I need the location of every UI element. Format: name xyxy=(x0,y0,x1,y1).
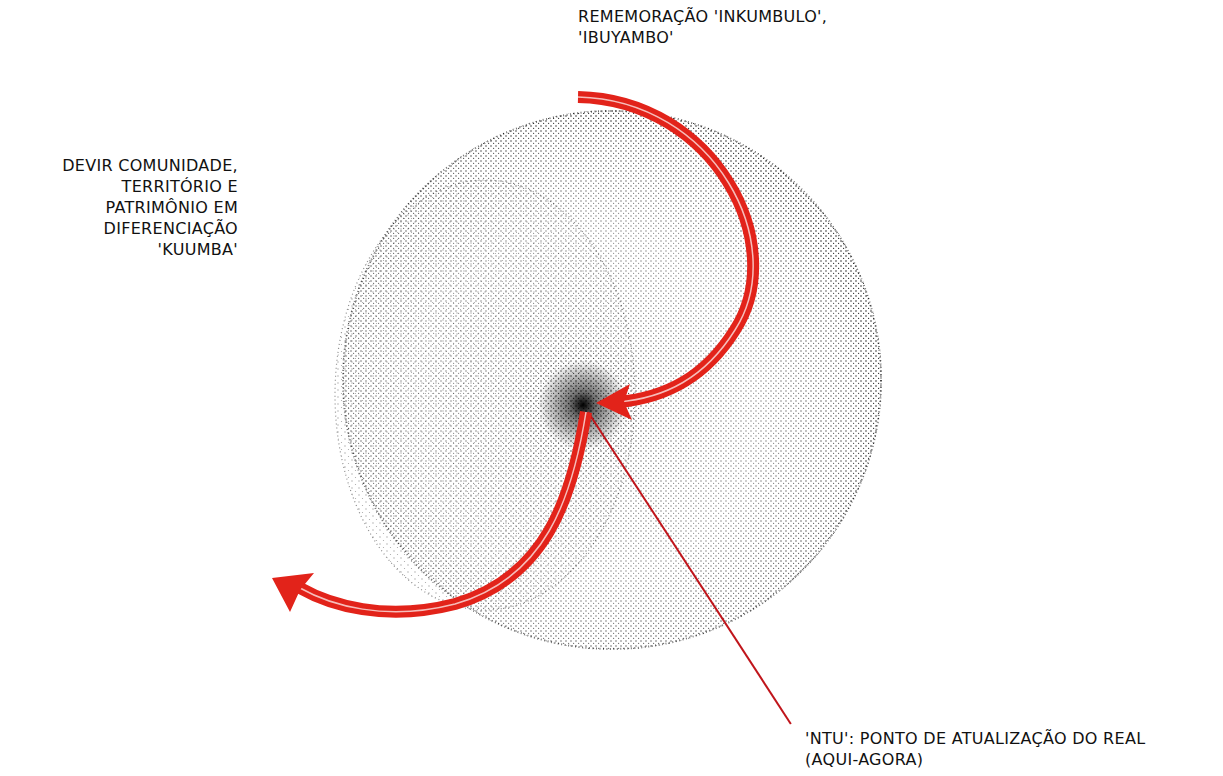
stippled-sphere xyxy=(335,110,882,650)
becoming-arrow xyxy=(272,412,586,612)
center-label: 'NTU': PONTO DE ATUALIZAÇÃO DO REAL (AQU… xyxy=(805,728,1195,770)
rememoration-arrow xyxy=(578,97,753,420)
left-label: DEVIR COMUNIDADE, TERRITÓRIO E PATRIMÔNI… xyxy=(28,155,238,260)
top-label: REMEMORAÇÃO 'INKUMBULO', 'IBUYAMBO' xyxy=(578,6,878,48)
leader-line xyxy=(588,412,791,724)
